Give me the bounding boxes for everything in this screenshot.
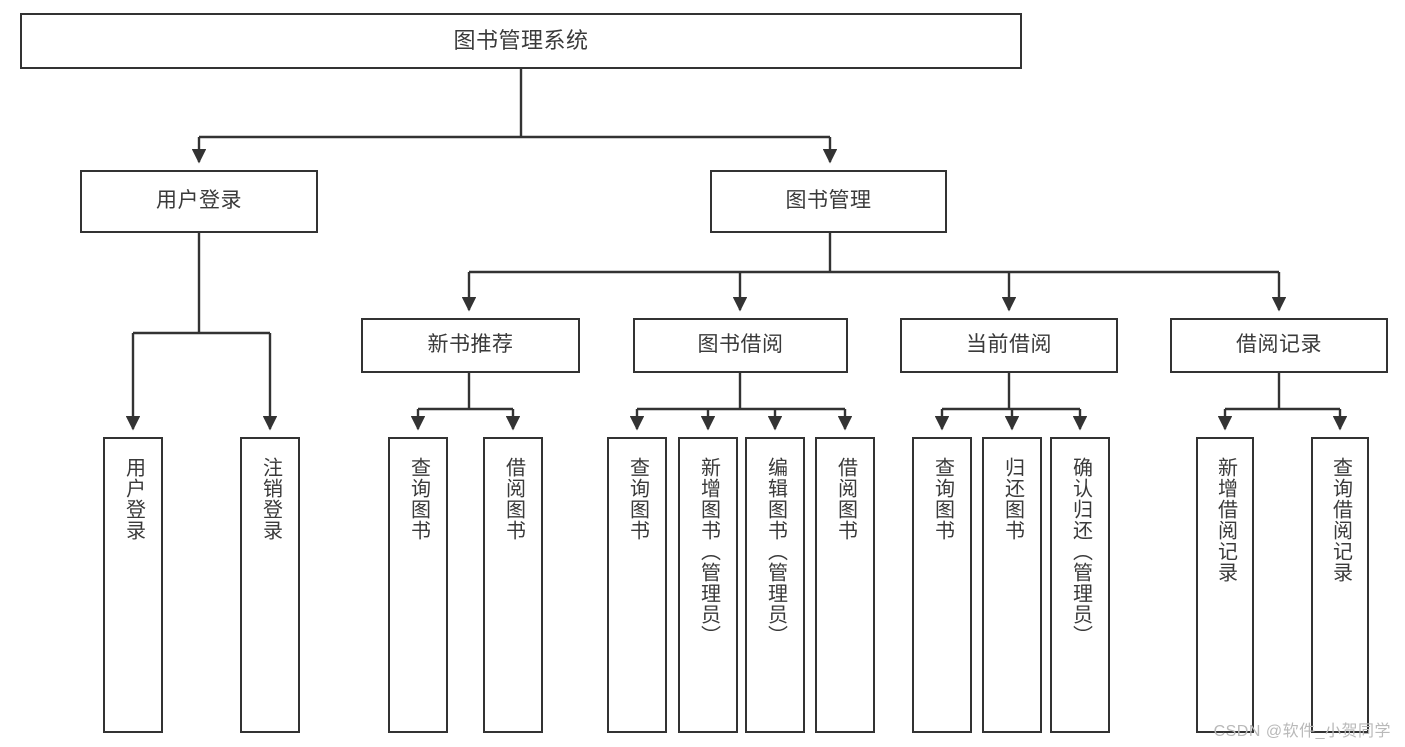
leaf-query-record[interactable]: 查询借阅记录	[1311, 437, 1369, 733]
leaf-borrow-book-rec[interactable]: 借阅图书	[483, 437, 543, 733]
node-book-manage[interactable]: 图书管理	[710, 170, 947, 233]
node-label: 编辑图书（管理员）	[764, 457, 787, 646]
node-label: 用户登录	[122, 457, 145, 541]
node-label: 图书管理系统	[453, 28, 589, 54]
node-label: 归还图书	[1001, 457, 1024, 541]
leaf-borrow-book[interactable]: 借阅图书	[815, 437, 875, 733]
leaf-query-book-borrow[interactable]: 查询图书	[607, 437, 667, 733]
node-label: 查询图书	[407, 457, 430, 541]
leaf-edit-book[interactable]: 编辑图书（管理员）	[745, 437, 805, 733]
node-label: 查询图书	[931, 457, 954, 541]
node-label: 图书借阅	[697, 333, 784, 357]
node-current-borrow[interactable]: 当前借阅	[900, 318, 1118, 373]
leaf-confirm-return[interactable]: 确认归还（管理员）	[1050, 437, 1110, 733]
node-label: 借阅图书	[834, 457, 857, 541]
node-label: 查询借阅记录	[1329, 457, 1352, 583]
node-label: 新增图书（管理员）	[697, 457, 720, 646]
node-label: 图书管理	[785, 189, 872, 213]
node-label: 新增借阅记录	[1214, 457, 1237, 583]
leaf-add-book[interactable]: 新增图书（管理员）	[678, 437, 738, 733]
node-label: 借阅图书	[502, 457, 525, 541]
leaf-user-login[interactable]: 用户登录	[103, 437, 163, 733]
node-new-book-rec[interactable]: 新书推荐	[361, 318, 580, 373]
node-borrow-record[interactable]: 借阅记录	[1170, 318, 1388, 373]
node-label: 用户登录	[156, 189, 242, 213]
leaf-query-book-cur[interactable]: 查询图书	[912, 437, 972, 733]
leaf-return-book[interactable]: 归还图书	[982, 437, 1042, 733]
node-user-login[interactable]: 用户登录	[80, 170, 318, 233]
node-label: 确认归还（管理员）	[1069, 457, 1092, 646]
node-label: 注销登录	[259, 457, 282, 541]
leaf-query-book-rec[interactable]: 查询图书	[388, 437, 448, 733]
node-root-system[interactable]: 图书管理系统	[20, 13, 1022, 69]
node-label: 新书推荐	[427, 333, 514, 357]
node-label: 借阅记录	[1236, 333, 1322, 357]
leaf-add-record[interactable]: 新增借阅记录	[1196, 437, 1254, 733]
node-label: 当前借阅	[966, 333, 1052, 357]
node-book-borrow[interactable]: 图书借阅	[633, 318, 848, 373]
node-label: 查询图书	[626, 457, 649, 541]
leaf-user-logout[interactable]: 注销登录	[240, 437, 300, 733]
